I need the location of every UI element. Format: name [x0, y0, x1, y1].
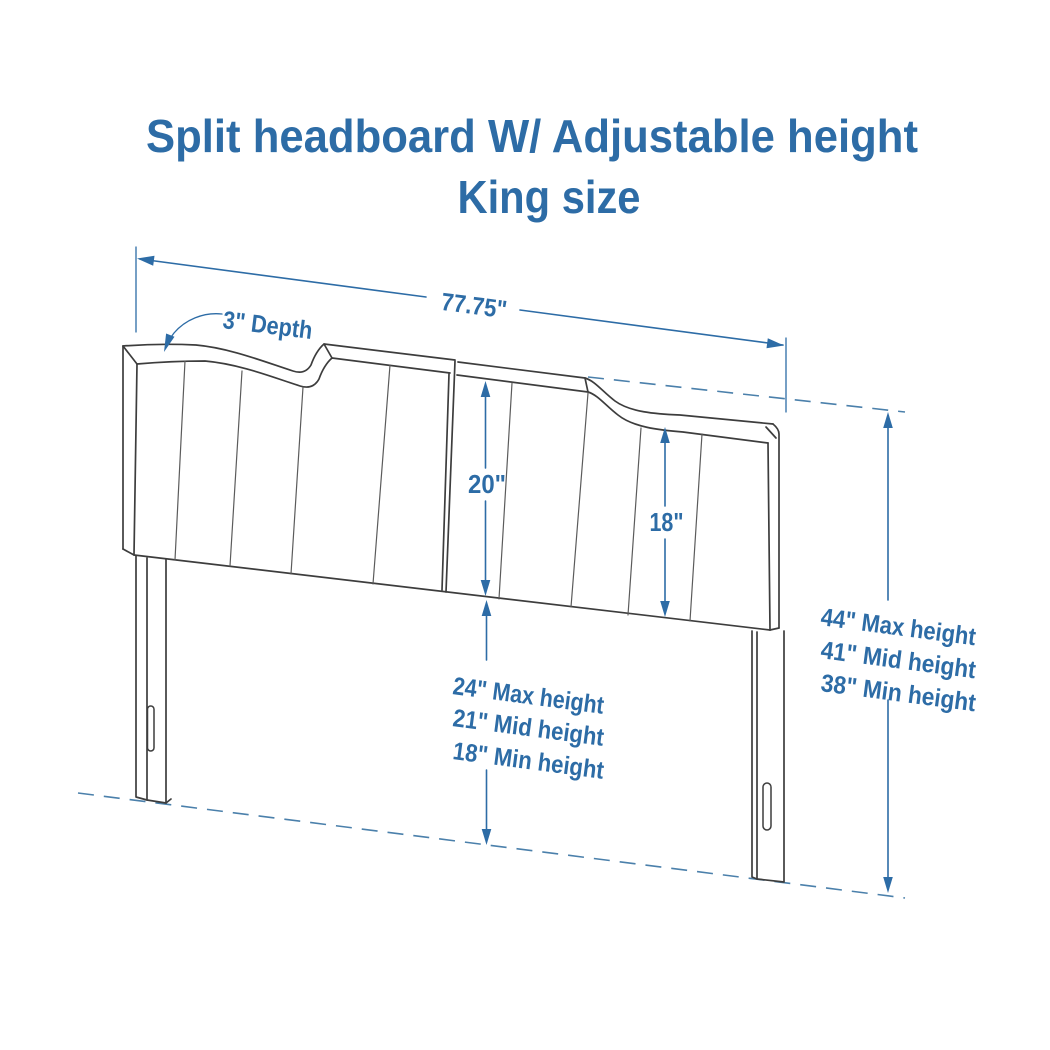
up-arrowhead: [480, 381, 491, 397]
top-back-edge-left-panel: [122, 343, 456, 373]
up-arrowhead: [883, 412, 893, 428]
headboard-body-fill: [123, 344, 779, 630]
left-corner-fold: [122, 345, 138, 365]
left-leg-side-face: [136, 556, 147, 800]
down-arrowhead: [883, 877, 893, 893]
depth-arrowhead: [164, 333, 175, 352]
seam-line: [498, 382, 513, 600]
width-dimension-label: 77.75": [439, 288, 508, 324]
right-leg-front-face: [757, 631, 784, 881]
left-bottom-join: [122, 548, 135, 556]
down-arrowhead: [481, 829, 492, 845]
max-height-guide-line: [587, 376, 906, 413]
seam-line: [174, 360, 186, 561]
right-outer-edge: [772, 423, 780, 629]
seam-line: [229, 370, 243, 567]
down-arrowhead: [480, 580, 491, 596]
page-subtitle: King size: [458, 171, 641, 223]
right-leg: [751, 630, 785, 883]
left-leg-front-face: [147, 558, 166, 802]
seam-line: [372, 364, 391, 585]
seam-line: [627, 427, 642, 616]
up-arrowhead: [660, 427, 670, 443]
left-leg-foot-bevel: [165, 798, 172, 804]
headboard-drawing: [122, 343, 785, 883]
seam-line: [689, 433, 703, 622]
depth-leader-line: [166, 313, 223, 345]
right-front-edge: [767, 442, 771, 631]
left-panel-height-label: 20": [468, 469, 506, 499]
top-front-edge-right-panel: [456, 374, 769, 444]
right-leg-slot: [762, 782, 772, 831]
panel-bottom-height-dimension: 24" Max height 21" Mid height 18" Min he…: [451, 600, 606, 845]
split-line-front: [441, 373, 450, 591]
up-arrowhead: [481, 600, 492, 616]
right-arrowhead: [766, 338, 784, 349]
right-peak-crease: [584, 377, 589, 393]
top-back-edge-right-panel: [457, 361, 774, 425]
depth-label: 3" Depth: [221, 306, 314, 345]
left-peak-crease: [323, 343, 333, 359]
split-line-back: [445, 360, 456, 593]
right-bottom-join: [769, 627, 780, 631]
left-leg: [135, 555, 172, 804]
bottom-edge: [133, 554, 771, 631]
title-block: Split headboard W/ Adjustable height Kin…: [146, 110, 918, 223]
right-panel-height-dimension: 18": [650, 427, 684, 617]
left-arrowhead: [137, 255, 155, 266]
channel-seams: [174, 360, 703, 622]
right-panel-height-label: 18": [650, 507, 684, 537]
down-arrowhead: [660, 601, 670, 617]
left-front-edge: [133, 363, 138, 556]
right-leg-side-face: [752, 631, 757, 879]
right-corner-fold: [765, 426, 777, 439]
seam-line: [570, 392, 589, 608]
page-title: Split headboard W/ Adjustable height: [146, 110, 918, 162]
left-leg-slot: [146, 705, 155, 752]
top-front-edge-left-panel: [136, 357, 451, 388]
overall-height-dimension: 44" Max height 41" Mid height 38" Min he…: [819, 412, 978, 893]
floor-guide-line: [77, 792, 906, 899]
width-dimension-line-left: [139, 258, 427, 298]
left-panel-height-dimension: 20": [468, 381, 506, 596]
seam-line: [290, 386, 304, 575]
width-dimension-line-right: [519, 309, 784, 346]
